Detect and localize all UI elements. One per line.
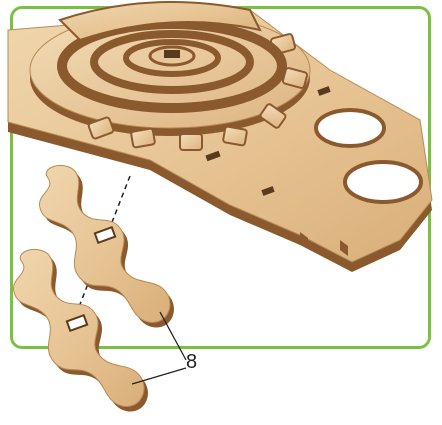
callout-leader-upper xyxy=(160,312,186,360)
oval-cutout-upper xyxy=(316,110,384,146)
part-number-label: 8 xyxy=(186,351,197,373)
oval-cutout-lower xyxy=(345,162,421,202)
